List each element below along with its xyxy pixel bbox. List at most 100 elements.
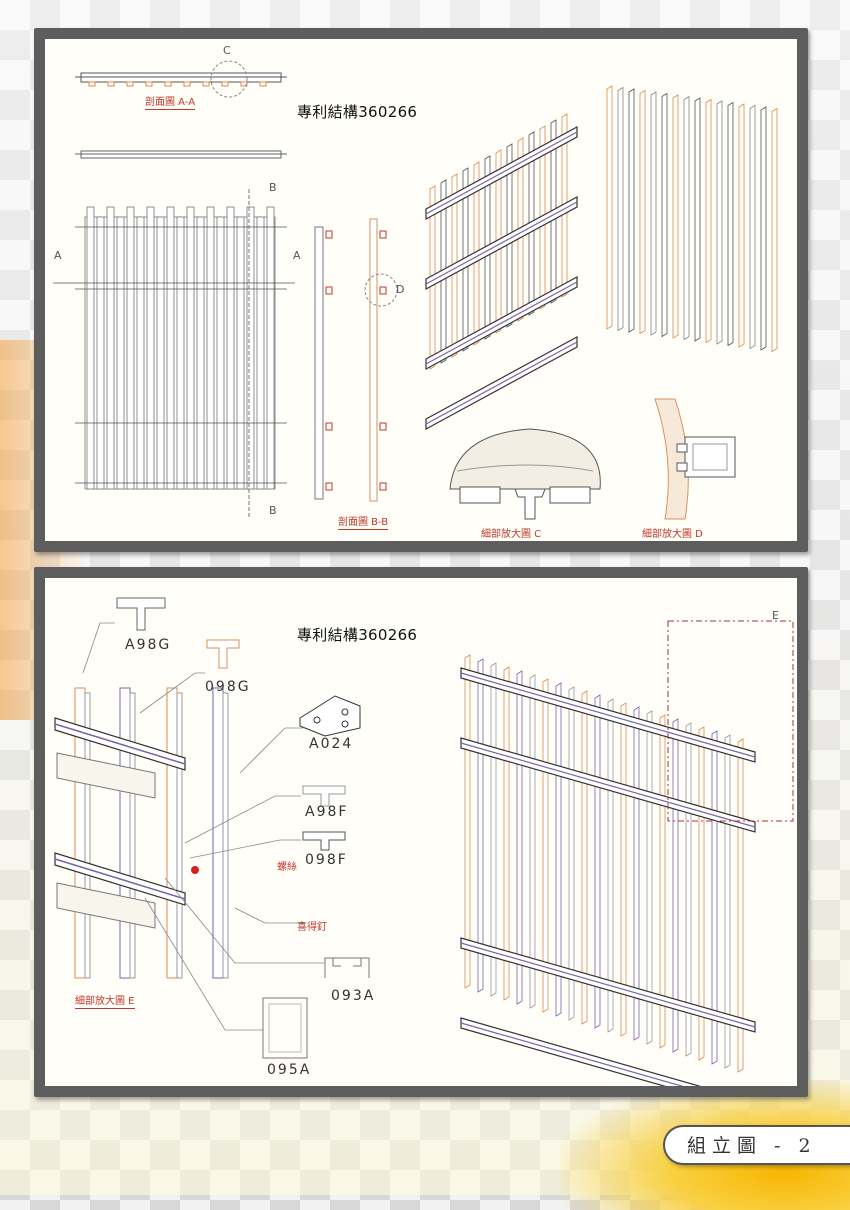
iso-rail-inner <box>460 742 756 828</box>
label-section-bb: 剖面圖 B-B <box>338 517 389 530</box>
aa-tick <box>164 81 172 87</box>
exploded-rail-inner <box>54 858 186 900</box>
screw-marker <box>191 866 199 874</box>
iso-slat <box>490 662 497 997</box>
iso-rail-inner <box>425 341 578 425</box>
elevation-slat <box>176 216 185 490</box>
exploded-slat-side <box>222 692 229 979</box>
part-095a-label: 095A <box>267 1062 312 1078</box>
iso-slat <box>683 95 690 341</box>
part-a98f-icon <box>302 785 346 807</box>
elevation-slat <box>166 206 175 490</box>
patent-number-bottom: 專利結構360266 <box>297 626 418 644</box>
exploded-cover <box>56 752 156 799</box>
part-093a-icon <box>324 957 370 978</box>
bottom-panel-canvas: 專利結構360266 A98G 098G A024 A98F 098F 093A… <box>45 578 797 1086</box>
elevation-slat <box>146 206 155 490</box>
iso-slat <box>639 89 646 335</box>
elevation-slat <box>126 206 135 490</box>
elevation-slat <box>96 216 105 490</box>
iso-rail <box>460 1017 702 1086</box>
aa-tick <box>145 81 153 87</box>
label-detail-c: 細部放大圖 C <box>481 529 542 540</box>
aa-tick <box>183 81 191 87</box>
iso-slat <box>477 658 484 993</box>
detail-c-drawing <box>449 428 601 520</box>
part-a024-icon <box>299 695 361 737</box>
aa-tick <box>240 81 248 87</box>
elevation-slat <box>116 216 125 490</box>
iso-rail-inner <box>460 942 756 1028</box>
label-detail-e: 細部放大圖 E <box>75 996 135 1009</box>
section-bb-left <box>314 226 333 500</box>
top-drawing <box>53 60 778 520</box>
exploded-rail-inner <box>54 723 186 765</box>
exploded-slat-side <box>129 692 136 979</box>
elevation-slat <box>216 216 225 490</box>
part-098g-label: 098G <box>205 679 251 695</box>
section-aa-bottom <box>75 150 287 159</box>
aa-tick <box>107 81 115 87</box>
iso-slat <box>606 85 613 330</box>
iso-slat <box>749 104 756 350</box>
page-title-tab: 組立圖 - 2 <box>663 1125 850 1165</box>
part-a98g-label: A98G <box>125 637 172 653</box>
iso-slat <box>694 97 701 342</box>
marker-a-left: A <box>54 249 62 262</box>
exploded-slat-side <box>176 692 183 979</box>
aa-tick <box>202 81 210 87</box>
elevation-slat <box>86 206 95 490</box>
bottom-panel: 專利結構360266 A98G 098G A024 A98F 098F 093A… <box>34 567 808 1097</box>
iso-slat <box>716 100 723 345</box>
iso-rail-inner <box>425 281 578 365</box>
leader-lines <box>82 622 325 1031</box>
elevation-slat <box>206 206 215 490</box>
marker-b-bottom: B <box>269 504 277 517</box>
part-a98f-label: A98F <box>305 804 349 820</box>
marker-d: D <box>396 283 405 296</box>
elevation-slat <box>186 206 195 490</box>
exploded-cover <box>56 882 156 929</box>
iso-slat <box>672 94 679 339</box>
part-a98g-icon <box>116 597 166 631</box>
iso-rail-inner <box>425 201 578 285</box>
elevation-slat <box>156 216 165 490</box>
iso-slat <box>771 107 778 353</box>
iso-slat <box>617 86 624 332</box>
iso-slat <box>650 91 657 336</box>
aa-tick <box>126 81 134 87</box>
iso-slat <box>738 103 745 348</box>
marker-e-frame <box>667 620 794 822</box>
iso-slat <box>760 106 767 351</box>
note-screw: 螺絲 <box>277 862 297 873</box>
part-093a-label: 093A <box>331 988 376 1004</box>
marker-a-right: A <box>293 249 301 262</box>
label-section-aa: 剖面圖 A-A <box>145 97 196 110</box>
marker-b-top: B <box>269 181 277 194</box>
marker-c: C <box>223 44 231 57</box>
part-098f-label: 098F <box>305 852 348 868</box>
top-panel-canvas: C B B A A D 專利結構360266 剖面圖 A-A 剖面圖 B-B 細… <box>45 39 797 541</box>
part-098g-icon <box>206 639 240 669</box>
marker-e: E <box>772 609 779 622</box>
elevation-slat <box>136 216 145 490</box>
elevation-slat <box>106 206 115 490</box>
exploded-view <box>54 687 229 979</box>
iso-rail-inner <box>425 131 578 215</box>
elevation-slat <box>236 216 245 490</box>
elevation-slat <box>256 216 265 490</box>
part-095a-icon <box>262 997 308 1059</box>
elevation-slat <box>266 206 275 490</box>
iso-rail-inner <box>460 672 756 758</box>
exploded-slat <box>119 687 131 979</box>
exploded-slat-side <box>84 692 91 979</box>
iso-slat <box>705 98 712 344</box>
aa-tick <box>88 81 96 87</box>
elevation-slat <box>226 206 235 490</box>
iso-slat <box>464 654 471 989</box>
part-a024-label: A024 <box>309 736 354 752</box>
exploded-slat <box>166 687 178 979</box>
section-bb-right <box>364 218 398 502</box>
front-elevation <box>53 189 295 519</box>
bottom-drawing <box>54 597 794 1086</box>
